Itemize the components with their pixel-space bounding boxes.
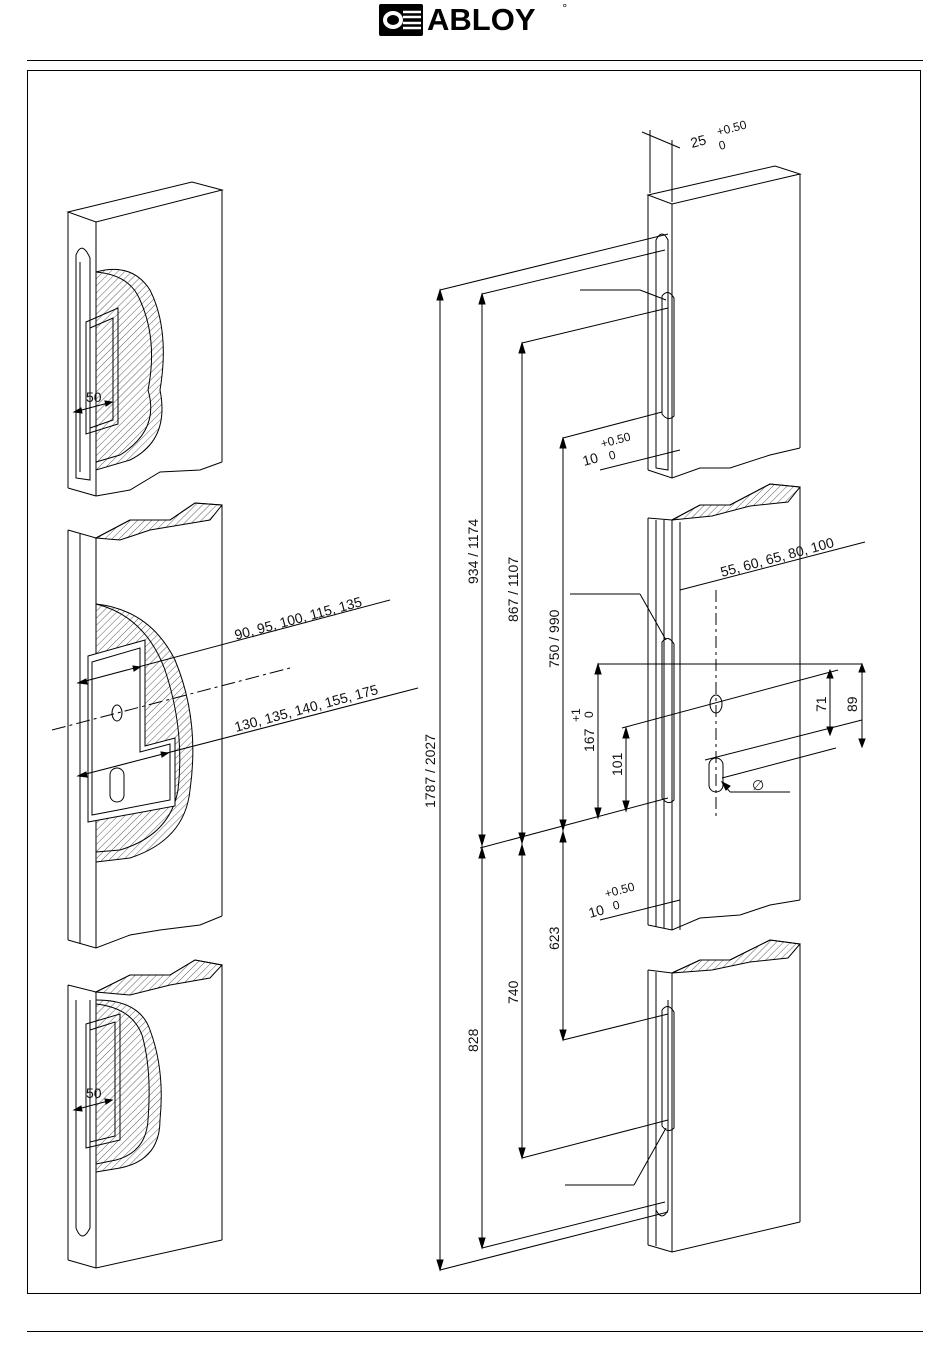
lower-tol-plus: +0.50 [603, 879, 636, 900]
dim-89-label: 89 [844, 696, 860, 712]
tol-167-zero: 0 [582, 711, 596, 718]
lower-740-label: 740 [505, 980, 521, 1004]
diameter-symbol: ∅ [752, 777, 764, 793]
vertical-dimensions [437, 234, 668, 1270]
right-view-top [563, 130, 800, 478]
height-167-label: 167 [581, 728, 597, 752]
lower-623-label: 623 [546, 926, 562, 950]
third-height-label: 750 / 990 [546, 609, 562, 668]
left-view-top [68, 182, 222, 496]
dim-71-label: 71 [813, 696, 829, 712]
top-offset-label: 25 [689, 131, 708, 151]
left-mid-upper-list: 90, 95, 100, 115, 135 [233, 593, 364, 642]
upper-slot-label: 10 [581, 449, 600, 469]
tol-167-plus: +1 [569, 708, 583, 722]
second-height-label: 867 / 1107 [505, 557, 521, 622]
left-top-width-label: 50 [86, 389, 102, 405]
left-bottom-width-label: 50 [86, 1085, 102, 1101]
right-view-bottom [565, 940, 800, 1252]
top-tol-zero: 0 [717, 138, 727, 153]
top-tol-plus: +0.50 [715, 117, 748, 138]
total-height-label: 1787 / 2027 [422, 734, 438, 808]
backset-list-label: 55, 60, 65, 80, 100 [719, 534, 836, 580]
height-101-label: 101 [609, 752, 625, 776]
top-lock-height-label: 934 / 1174 [465, 519, 481, 584]
lower-828-label: 828 [465, 1028, 481, 1052]
lower-tol-zero: 0 [611, 898, 621, 913]
upper-tol-plus: +0.50 [599, 429, 632, 450]
lower-slot-label: 10 [587, 901, 606, 921]
left-mid-lower-list: 130, 135, 140, 155, 175 [233, 681, 380, 735]
left-view-bottom [68, 960, 222, 1268]
upper-tol-zero: 0 [607, 448, 617, 463]
